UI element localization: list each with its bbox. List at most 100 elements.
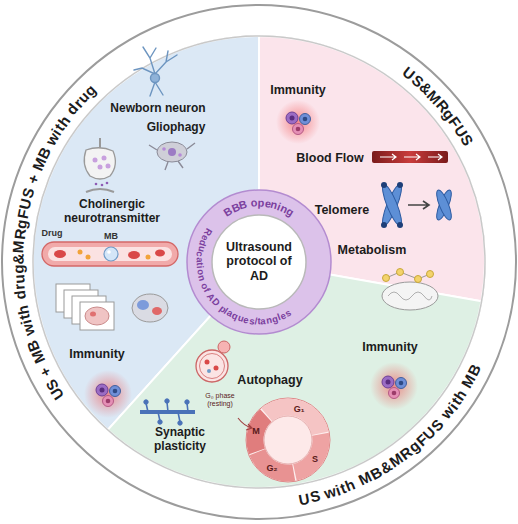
illustration-label: Drug [42, 228, 63, 238]
cycle-title: Cell cycle [263, 434, 314, 447]
dendrite-icon [144, 400, 148, 404]
glyph: t [257, 316, 260, 326]
glia-icon [149, 142, 195, 170]
dendrite-icon [146, 402, 188, 422]
immune-cells [286, 112, 298, 124]
glyph: + [36, 365, 53, 380]
cell-cycle-wheel [250, 402, 326, 478]
brain-slices [80, 302, 114, 330]
node-label: Autophagy [237, 373, 302, 387]
telomere-icon [379, 182, 454, 228]
glyph: o [250, 197, 258, 209]
synapse-icon [101, 184, 104, 187]
glyph: t [195, 262, 205, 266]
blood-vessel [155, 250, 165, 257]
blood-vessel [86, 255, 91, 260]
node-label: Immunity [270, 83, 326, 97]
node-label: Cholinergic neurotransmitter [47, 198, 177, 226]
blood-vessel [42, 242, 178, 266]
immune-cells [84, 370, 132, 418]
illustration-label: MB [104, 231, 118, 241]
node-label: Gliophagy [147, 121, 206, 135]
glia-icon [149, 143, 195, 170]
brain-slices [72, 296, 106, 324]
glyph: c [195, 251, 205, 257]
telomere-icon [381, 182, 387, 188]
cell-cycle-wheel [246, 398, 331, 483]
arc-label: Reducation of AD plaques/tangles [191, 223, 297, 330]
blood-vessel [146, 255, 151, 260]
autophagy-icon [196, 341, 230, 382]
metabolism-icon [382, 269, 438, 311]
node-label: Immunity [69, 347, 125, 361]
immune-cells [370, 362, 418, 410]
immune-cells [389, 388, 400, 399]
node-label: Immunity [362, 340, 418, 354]
blood-flow-bar [380, 154, 442, 160]
autophagy-icon [200, 354, 225, 379]
glyph: B [238, 199, 249, 212]
node-label: Synaptic plasticity [142, 426, 218, 454]
outer-ring [2, 5, 516, 519]
glyph: R [12, 228, 28, 240]
dendrite-icon [185, 400, 189, 404]
glyph: s [248, 315, 254, 325]
glyph: g [13, 218, 29, 229]
autophagy-icon [205, 360, 210, 365]
immune-cells [103, 396, 114, 407]
node-label: Newborn neuron [110, 102, 205, 116]
synapse-icon [99, 138, 101, 148]
glia-icon [157, 142, 187, 162]
synapse-icon [106, 164, 111, 169]
immune-cells [113, 389, 118, 394]
immune-cells [296, 127, 301, 132]
glyph: / [254, 316, 257, 326]
cell-cycle-wheel [246, 398, 330, 482]
illustration-label: G₁ [294, 404, 305, 414]
immune-cells [370, 362, 418, 410]
brain-slices [85, 307, 109, 325]
brain-slices [56, 284, 90, 312]
ring-heading: US&MRgFUS [400, 64, 476, 148]
immune-cells [300, 114, 311, 125]
brain-slices [132, 294, 168, 322]
glyph: M [11, 240, 27, 253]
blood-flow-bar [372, 151, 448, 163]
synapse-icon [84, 148, 115, 179]
glyph: u [11, 274, 27, 284]
metabolism-icon [386, 272, 430, 279]
metabolism-icon [388, 292, 432, 300]
glia-icon [168, 148, 176, 156]
synapse-icon [93, 158, 98, 163]
illustration-label: G₀ phase (resting) [202, 392, 238, 408]
cell-cycle-wheel [238, 394, 334, 487]
glyph: p [258, 197, 265, 208]
synapse-icon [102, 156, 107, 161]
glyph: n [197, 274, 208, 282]
immune-cells [290, 116, 295, 121]
telomere-icon [434, 188, 454, 221]
metabolism-icon [397, 269, 404, 276]
glyph: & [10, 253, 25, 264]
node-label: Metabolism [338, 243, 407, 257]
neuron-icon [134, 47, 177, 96]
immune-cells [106, 399, 111, 404]
blood-vessel [54, 250, 66, 258]
dendrite-icon [140, 399, 195, 425]
immune-cells [276, 100, 320, 144]
ring-heading: US with MB&MRgFUS with MB [295, 361, 483, 507]
center-title: Ultrasound protocol of AD [217, 240, 301, 283]
neuron-icon [151, 74, 160, 83]
center-disc [212, 215, 306, 309]
telomere-icon [379, 183, 405, 228]
synapse-icon [95, 183, 98, 186]
immune-cells [100, 388, 105, 393]
dendrite-icon [178, 421, 182, 425]
cell-cycle-wheel [264, 416, 312, 464]
pie-rim [33, 36, 485, 488]
dendrite-icon [158, 420, 162, 424]
cell-cycle-wheel [250, 402, 326, 478]
brain-slices [90, 312, 96, 317]
